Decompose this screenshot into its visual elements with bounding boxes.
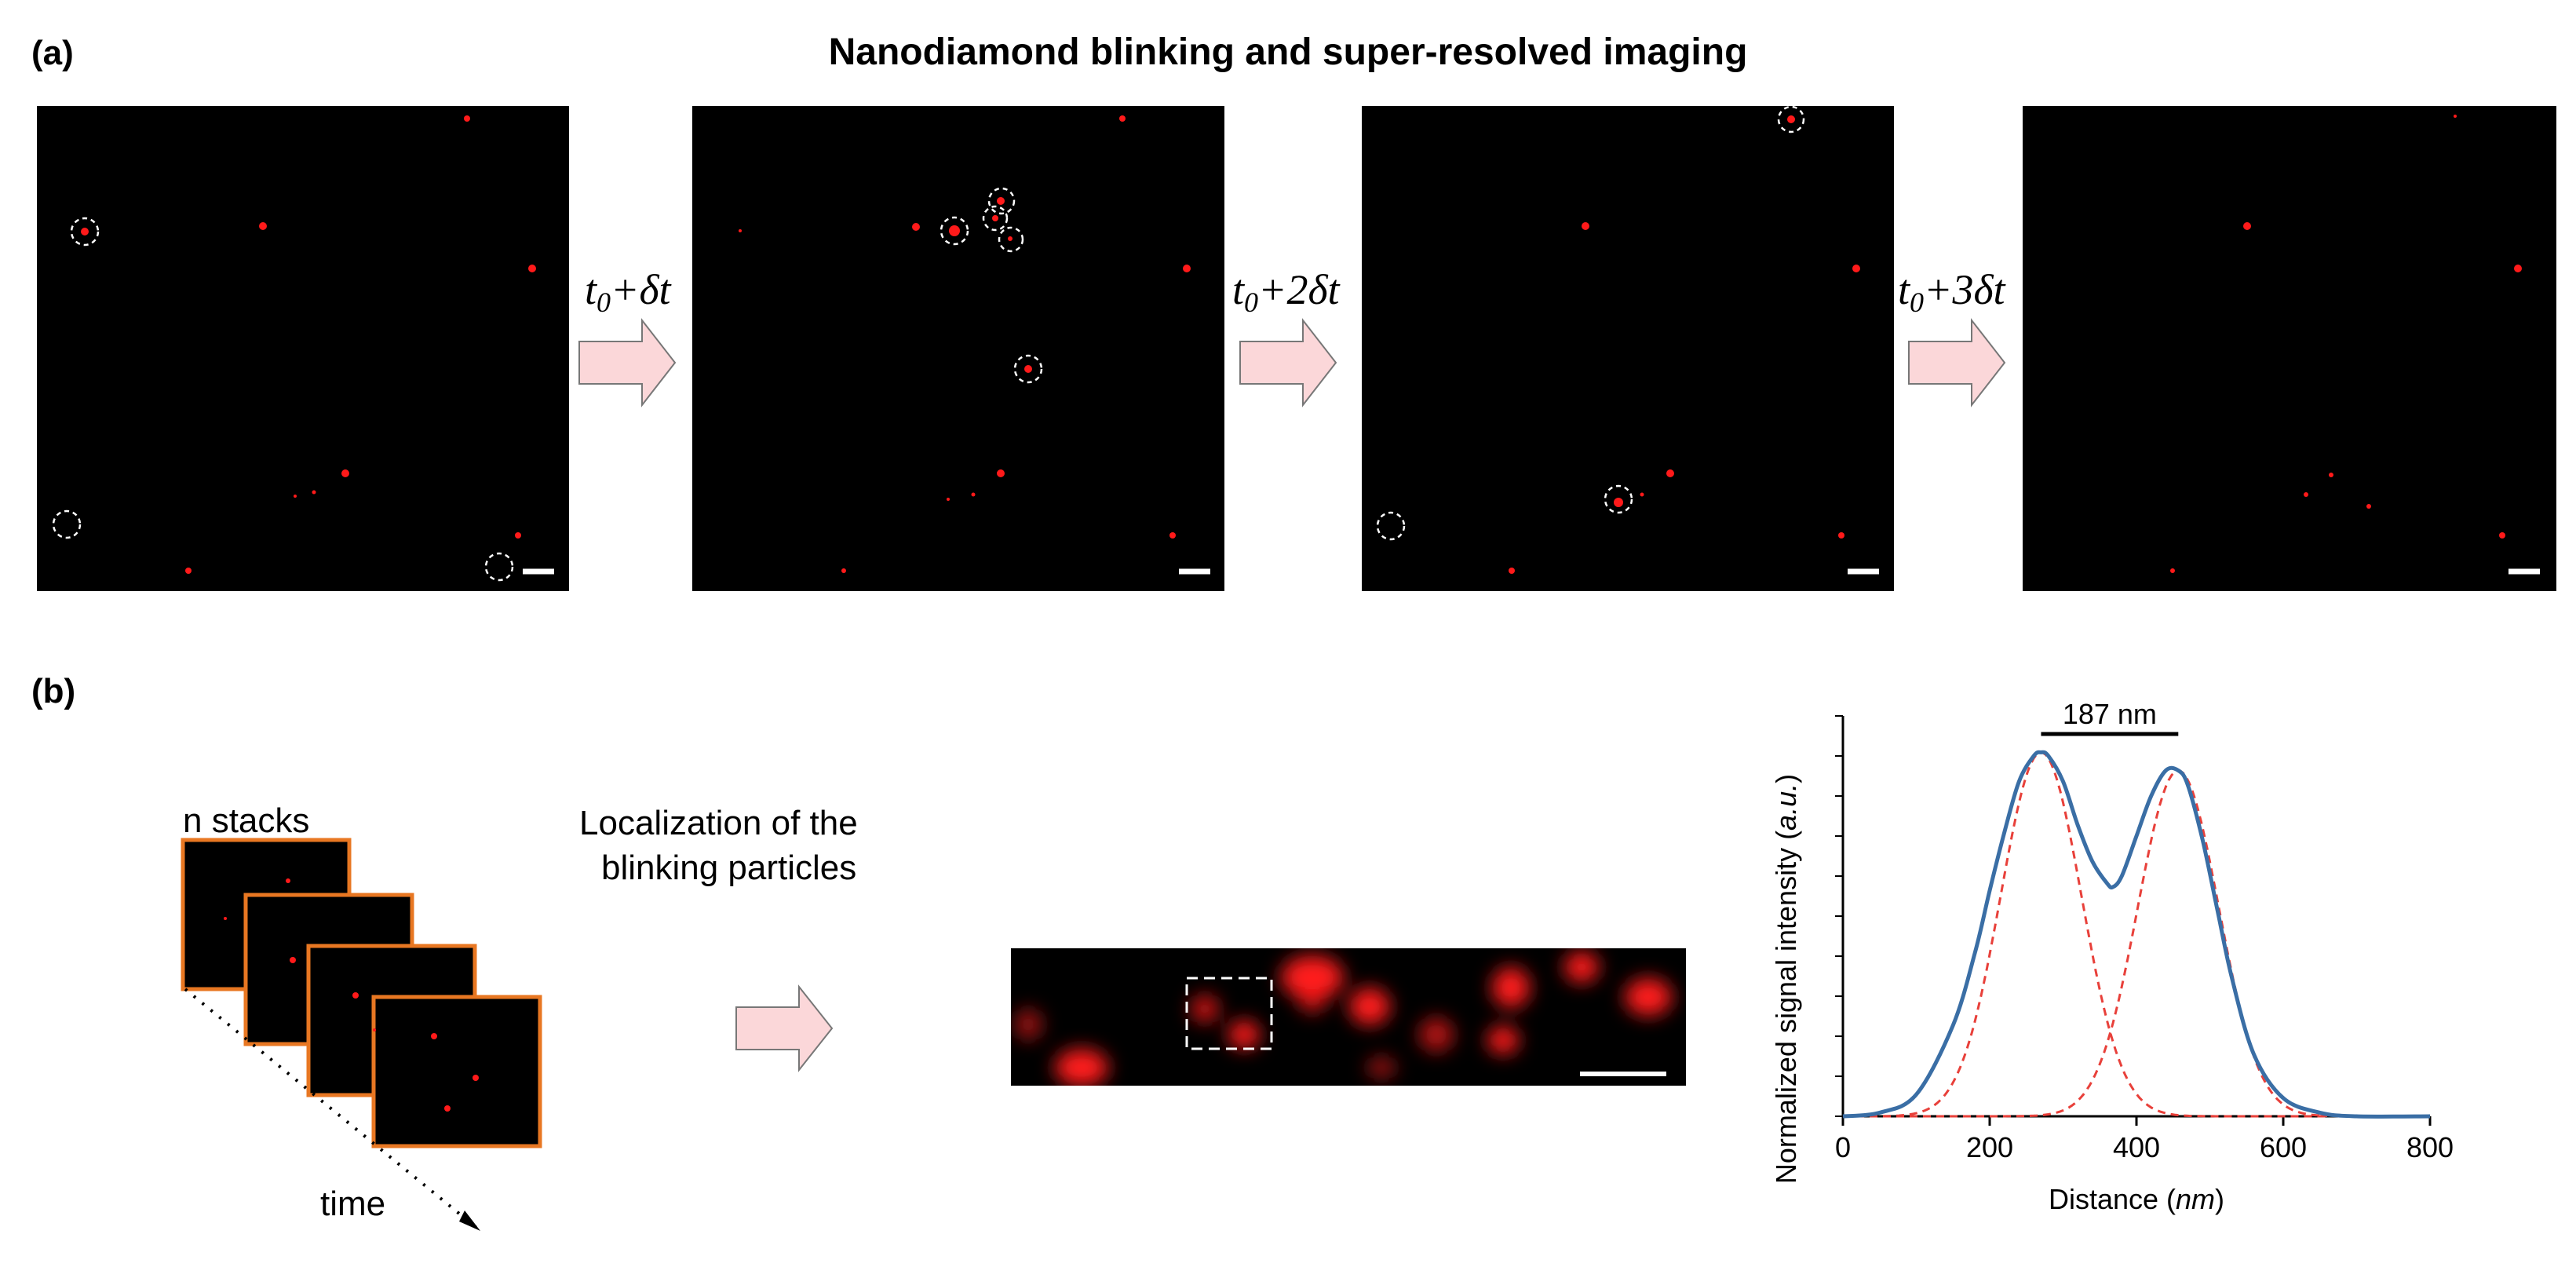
gaussian-fit-curve: [1843, 769, 2328, 1118]
x-tick-label: 400: [2113, 1131, 2160, 1163]
blink-frame-3: [1362, 105, 1894, 591]
step-arrow-2: t0+2δt: [1232, 266, 1341, 407]
x-tick-label: 0: [1835, 1131, 1851, 1163]
blink-frame-2: [692, 106, 1224, 591]
gaussian-fits: [1843, 751, 2328, 1118]
separation-label: 187 nm: [2063, 698, 2157, 730]
x-tick-label: 800: [2406, 1131, 2454, 1163]
step-arrow-3: t0+3δt: [1898, 266, 2007, 407]
image-stack: n stacks time: [181, 801, 542, 1232]
svg-text:t0+3δt: t0+3δt: [1898, 266, 2007, 318]
right-arrow-icon: [735, 984, 834, 1072]
localization-label-line2: blinking particles: [601, 849, 856, 887]
intensity-profile-chart: 0 200 400 600 800 187 nm Distance (nm) Norma…: [1770, 698, 2454, 1215]
y-axis-label: Normalized signal intensity (a.u.): [1770, 774, 1802, 1184]
time-label: time: [320, 1185, 385, 1223]
profile-line: [1842, 750, 2431, 1119]
panel-b-label: (b): [31, 672, 75, 710]
svg-text:t0+2δt: t0+2δt: [1232, 266, 1341, 318]
region-of-interest-box: [1185, 977, 1273, 1050]
right-arrow-icon: [1239, 318, 1337, 407]
right-arrow-icon: [1908, 318, 2006, 407]
localization-label-line1: Localization of the: [579, 804, 858, 842]
stacks-label: n stacks: [183, 801, 309, 840]
figure-title: Nanodiamond blinking and super-resolved …: [829, 31, 1748, 73]
peak-separation-annotation: 187 nm: [2041, 698, 2179, 736]
super-resolved-image: [1011, 948, 1686, 1086]
x-axis-ticks: 0 200 400 600 800: [1835, 1116, 2454, 1163]
panel-a-label: (a): [31, 34, 74, 72]
blink-frame-4: [2023, 106, 2556, 591]
right-arrow-icon: [578, 318, 677, 407]
x-tick-label: 600: [2260, 1131, 2307, 1163]
blink-frame-1: [37, 106, 569, 591]
gaussian-fit-curve: [1843, 751, 2328, 1118]
svg-text:t0+δt: t0+δt: [585, 266, 673, 318]
y-axis-ticks: [1835, 715, 1843, 1117]
x-tick-label: 200: [1966, 1131, 2013, 1163]
step-arrow-1: t0+δt: [578, 266, 677, 407]
time-arrow-icon: [459, 1210, 480, 1231]
x-axis-label: Distance (nm): [2049, 1183, 2224, 1215]
